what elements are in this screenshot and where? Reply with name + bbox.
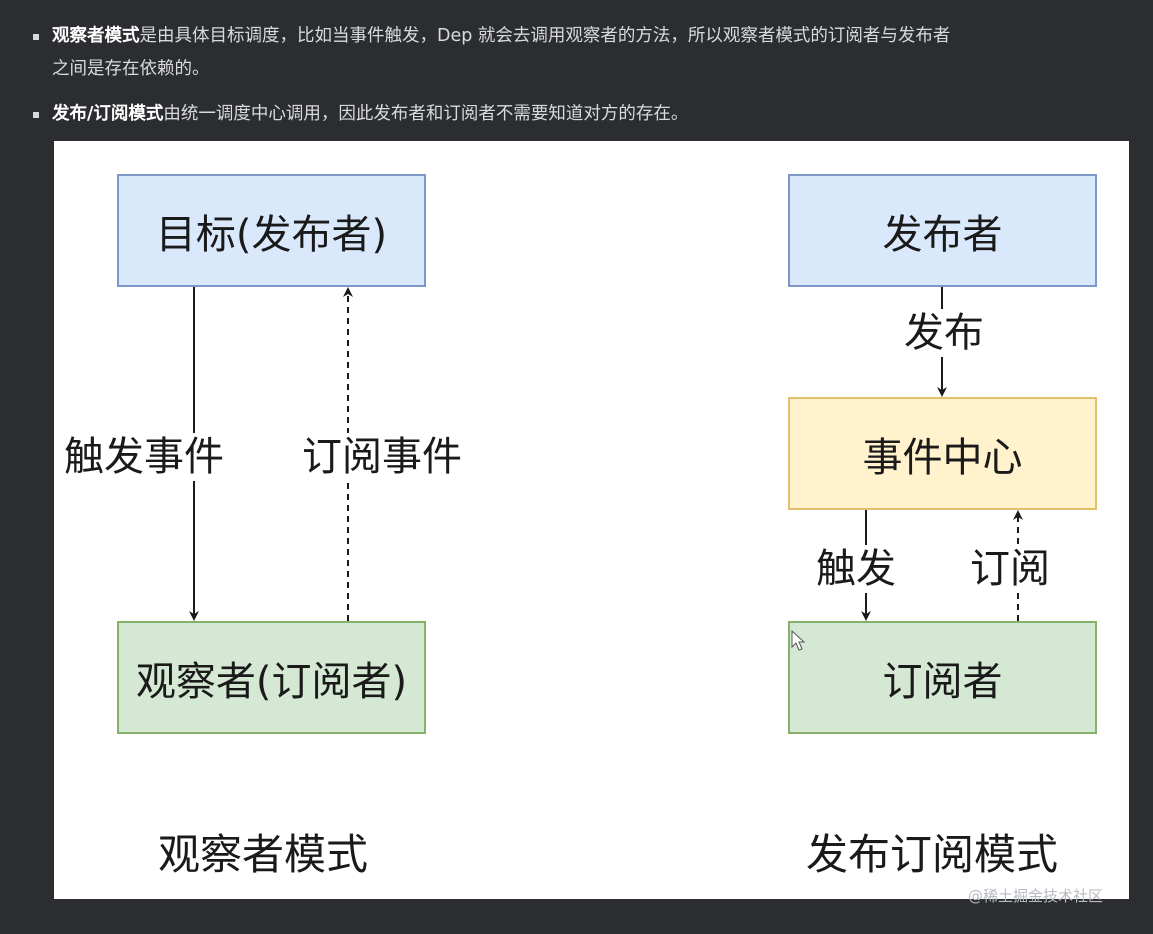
bullet-text-continued: 之间是存在依赖的。 (52, 59, 210, 79)
observer-subscriber-box: 观察者(订阅者) (117, 621, 426, 734)
subscriber-label: 订阅者 (882, 658, 1003, 705)
trigger-label: 触发 (816, 545, 896, 593)
bullet-bold-term: 发布/订阅模式 (52, 104, 164, 124)
event-center-label: 事件中心 (862, 434, 1023, 481)
pubsub-pattern-caption: 发布订阅模式 (806, 830, 1059, 879)
publisher-box: 发布者 (788, 174, 1097, 287)
observer-pattern-caption: 观察者模式 (158, 830, 369, 879)
observer-subscriber-label: 观察者(订阅者) (135, 658, 408, 705)
publish-label: 发布 (904, 309, 984, 357)
bullet-text: 是由具体目标调度，比如当事件触发，Dep 就会去调用观察者的方法，所以观察者模式… (139, 26, 951, 46)
trigger-event-label: 触发事件 (64, 433, 224, 481)
bullet-observer-pattern: 观察者模式是由具体目标调度，比如当事件触发，Dep 就会去调用观察者的方法，所以… (33, 20, 1132, 86)
target-publisher-label: 目标(发布者) (155, 211, 388, 258)
bullet-marker (33, 34, 39, 40)
bullet-marker (33, 112, 39, 118)
watermark: @稀土掘金技术社区 (968, 887, 1104, 905)
event-center-box: 事件中心 (788, 397, 1097, 510)
target-publisher-box: 目标(发布者) (117, 174, 426, 287)
bullet-pubsub-pattern: 发布/订阅模式由统一调度中心调用，因此发布者和订阅者不需要知道对方的存在。 (33, 98, 1132, 131)
publisher-label: 发布者 (882, 211, 1003, 258)
bullet-text: 由统一调度中心调用，因此发布者和订阅者不需要知道对方的存在。 (163, 104, 689, 124)
subscribe-label: 订阅 (970, 545, 1050, 593)
diagram-canvas: 目标(发布者) 触发事件 订阅事件 观察者(订阅者) 观察者模式 发布者 发布 … (54, 141, 1129, 899)
mouse-cursor-icon (791, 630, 806, 651)
subscribe-event-label: 订阅事件 (302, 433, 462, 481)
subscriber-box: 订阅者 (788, 621, 1097, 734)
bullet-bold-term: 观察者模式 (52, 26, 140, 46)
